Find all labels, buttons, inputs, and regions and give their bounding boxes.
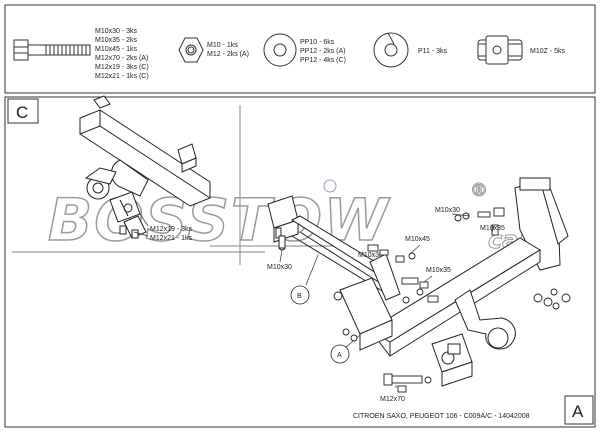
corner-label-a: A	[564, 395, 594, 425]
washer-spec: PP12 - 2ks (A)	[300, 48, 346, 55]
watermark-reg: ®	[470, 180, 488, 201]
drawing-footer: CITROEN SAXO, PEUGEOT 106 - C009A/C - 14…	[353, 413, 530, 420]
spring-washer-icon	[373, 32, 409, 68]
bolt-spec: M10x30 - 3ks	[95, 28, 138, 35]
bolt-spec: M12x19 - 3ks (C)	[95, 64, 149, 71]
label-m12x70: M12x70	[380, 396, 405, 403]
svg-text:A: A	[572, 402, 584, 421]
flat-washer-icon	[263, 33, 297, 67]
cage-nut-icon	[477, 35, 523, 65]
main-towbar	[339, 177, 569, 387]
nut-spec: M12 - 2ks (A)	[207, 51, 249, 58]
label-m10x30-center: M10x30	[358, 252, 383, 259]
corner-label-c: C	[7, 98, 39, 124]
bolt-spec: M12x21 - 1ks (C)	[95, 73, 149, 80]
detail-c-hitch	[79, 95, 211, 239]
label-m10x45: M10x45	[405, 236, 430, 243]
hardware-set	[333, 207, 571, 393]
leader-lines-right	[395, 213, 495, 388]
bolt-spec: M10x45 - 1ks	[95, 46, 138, 53]
leader-lines-c	[133, 213, 149, 237]
washer-spec: PP10 - 6ks	[300, 39, 335, 46]
label-m12x21: M12x21 - 1ks	[150, 235, 193, 242]
spring-washer-spec: P11 - 3ks	[418, 48, 448, 55]
callout-b: B	[290, 285, 310, 305]
svg-text:C: C	[16, 103, 28, 122]
nut-spec-list: M10 - 1ks M12 - 2ks (A)	[207, 42, 249, 58]
svg-text:A: A	[337, 352, 342, 359]
washer-spec: PP12 - 4ks (C)	[300, 57, 346, 64]
bolt-spec-list: M10x30 - 3ks M10x35 - 2ks M10x45 - 1ks M…	[95, 28, 151, 80]
parts-list: M10x30 - 3ks M10x35 - 2ks M10x45 - 1ks M…	[4, 4, 596, 94]
label-m10x35-lower: M10x35	[426, 267, 451, 274]
bolt-spec: M12x70 - 2ks (A)	[95, 55, 148, 62]
center-bracket	[267, 179, 393, 293]
svg-text:B: B	[297, 293, 302, 300]
hex-nut-icon	[178, 37, 204, 63]
bolt-spec: M10x35 - 2ks	[95, 37, 138, 44]
washer-spec-list: PP10 - 6ks PP12 - 2ks (A) PP12 - 4ks (C)	[300, 39, 347, 64]
label-m12x19: M12x19 - 3ks	[150, 226, 193, 233]
nut-spec: M10 - 1ks	[207, 42, 238, 49]
label-m10x35-right: M10x35	[480, 225, 505, 232]
hex-bolt-icon	[13, 39, 91, 61]
label-m10x30-right: M10x30	[435, 207, 460, 214]
cage-nut-spec: M10Z - 5ks	[530, 48, 566, 55]
label-m10x30-left: M10x30	[267, 264, 292, 271]
callout-a: A	[330, 344, 350, 364]
